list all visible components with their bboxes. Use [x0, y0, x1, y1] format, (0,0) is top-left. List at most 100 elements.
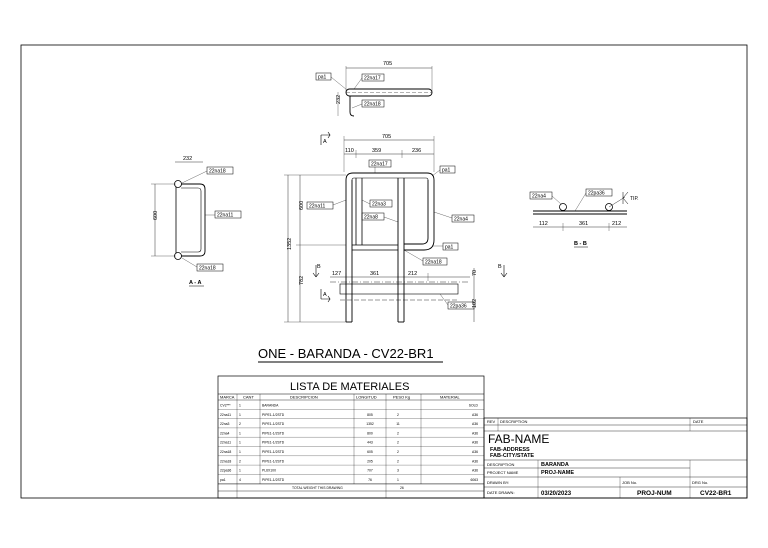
- table-cell: 1: [239, 469, 241, 473]
- col-header: MATERIAL: [440, 395, 460, 400]
- drawing-title: ONE - BARANDA - CV22-BR1: [258, 346, 434, 361]
- table-cell: 6063: [470, 478, 478, 482]
- part-tag-text: 22na18: [209, 169, 226, 175]
- part-tag-text: 22na8: [364, 215, 378, 221]
- table-cell: 1: [239, 413, 241, 417]
- part-tag: [361, 73, 385, 82]
- dim-text: 361: [579, 221, 588, 227]
- total-value: 26: [400, 486, 404, 490]
- top-view: 705 232 pa1 22na17 22na18: [315, 61, 433, 117]
- table-cell: 707: [367, 469, 373, 473]
- job-value: PROJ-NUM: [637, 490, 672, 497]
- part-tag: [439, 165, 456, 174]
- part-tag-text: pa1: [445, 245, 454, 251]
- title-block: REV DESCRIPTION DATE FAB-NAME FAB-ADDRES…: [483, 417, 748, 499]
- dim-text: 236: [412, 148, 421, 154]
- part-tag-text: 22pa36: [588, 191, 605, 197]
- table-cell: A36: [472, 441, 478, 445]
- sheet-border: [20, 44, 748, 499]
- col-header: PESO Kg: [393, 395, 410, 400]
- dim-text: 361: [370, 271, 379, 277]
- table-cell: 22na4: [220, 431, 230, 435]
- table-cell: 22na18: [220, 450, 231, 454]
- dim-text: 212: [612, 221, 621, 227]
- total-label: TOTAL WEIGHT THIS DRAWING: [292, 486, 343, 490]
- weld-symbol: [622, 191, 629, 205]
- date-header: DATE: [693, 419, 704, 424]
- dim-text: 600: [299, 201, 305, 210]
- table-title: LISTA DE MATERIALES: [290, 381, 409, 393]
- part-tag: [447, 301, 475, 310]
- pipe-right-bend: [404, 180, 435, 251]
- section-arrow: [321, 295, 331, 303]
- table-cell: 2: [239, 422, 241, 426]
- part-tag-text: 22na17: [364, 76, 381, 82]
- table-cell: A36: [472, 450, 478, 454]
- table-cell: 1: [239, 431, 241, 435]
- table-cell: PIPE1-1/2STD: [262, 478, 285, 482]
- part-tag-text: 22na3: [372, 202, 386, 208]
- dim-text: 102: [472, 299, 478, 308]
- dim-text: 112: [539, 221, 548, 227]
- title-block-border: [483, 417, 748, 499]
- part-tag: [529, 191, 553, 200]
- desc-header: DESCRIPTION: [500, 419, 527, 424]
- date-drawn-label: DATE DRAWN:: [487, 490, 515, 495]
- pipe-profile: [181, 183, 206, 257]
- table-cell: 800: [367, 431, 373, 435]
- col-header: CANT: [243, 395, 254, 400]
- table-cell: 4: [239, 478, 241, 482]
- pipe-top-rail: [345, 172, 435, 181]
- table-cell: A36: [472, 459, 478, 463]
- section-arrow: [321, 131, 331, 139]
- table-cell: PIPE1-1/2STD: [262, 413, 285, 417]
- dim-text: 782: [299, 276, 305, 285]
- table-cell: 22na3: [220, 422, 230, 426]
- materials-table: LISTA DE MATERIALES MARCA CANT DESCRIPCI…: [217, 375, 485, 499]
- part-tag-text: 22na17: [371, 162, 388, 168]
- table-cell: 22na11: [220, 441, 231, 445]
- part-tag-text: 22na11: [217, 213, 234, 219]
- table-cell: A36: [472, 431, 478, 435]
- front-view: A 705 110 359 236: [284, 131, 508, 323]
- table-cell: A36: [472, 413, 478, 417]
- part-tag: [315, 72, 332, 81]
- fab-name: FAB-NAME: [488, 432, 549, 446]
- drg-label: DRG No.: [692, 480, 708, 485]
- leader: [181, 170, 208, 184]
- part-tag-text: 22pa36: [450, 304, 467, 310]
- leader: [431, 169, 441, 177]
- table-cell: 805: [367, 413, 373, 417]
- dim-text: 359: [372, 148, 381, 154]
- dim-text: 1352: [287, 238, 293, 250]
- dim-text: 705: [382, 134, 391, 140]
- part-tag: [451, 214, 475, 223]
- table-cell: PIPE1-1/2STD: [262, 431, 285, 435]
- project-value: PROJ-NAME: [541, 470, 574, 476]
- part-tag: [442, 242, 459, 251]
- pipe-section: [559, 203, 567, 211]
- section-mark-text: B: [498, 264, 502, 270]
- leader: [332, 199, 347, 206]
- table-cell: 1352: [366, 422, 374, 426]
- dim-text: 705: [383, 61, 392, 67]
- drg-value: CV22-BR1: [700, 490, 732, 497]
- part-tag-text: pa1: [442, 168, 451, 174]
- part-tag-text: 22na11: [309, 204, 326, 210]
- section-a-a: 232 600 22na18 22na11 22na18 A - A: [151, 156, 242, 287]
- section-label: A - A: [189, 280, 201, 286]
- part-tag: [361, 212, 385, 221]
- table-cell: 1: [239, 404, 241, 408]
- section-mark-text: B: [317, 264, 321, 270]
- dim-text: 232: [183, 156, 192, 162]
- dim-text: 232: [336, 95, 342, 104]
- section-label: B - B: [574, 241, 587, 247]
- part-tag-text: 22na18: [199, 266, 216, 272]
- leader: [351, 103, 363, 109]
- table-cell: 76: [368, 478, 372, 482]
- part-tag: [368, 159, 392, 168]
- table-cell: PIPE1-1/2STD: [262, 459, 285, 463]
- base-plate-outline: [339, 283, 459, 295]
